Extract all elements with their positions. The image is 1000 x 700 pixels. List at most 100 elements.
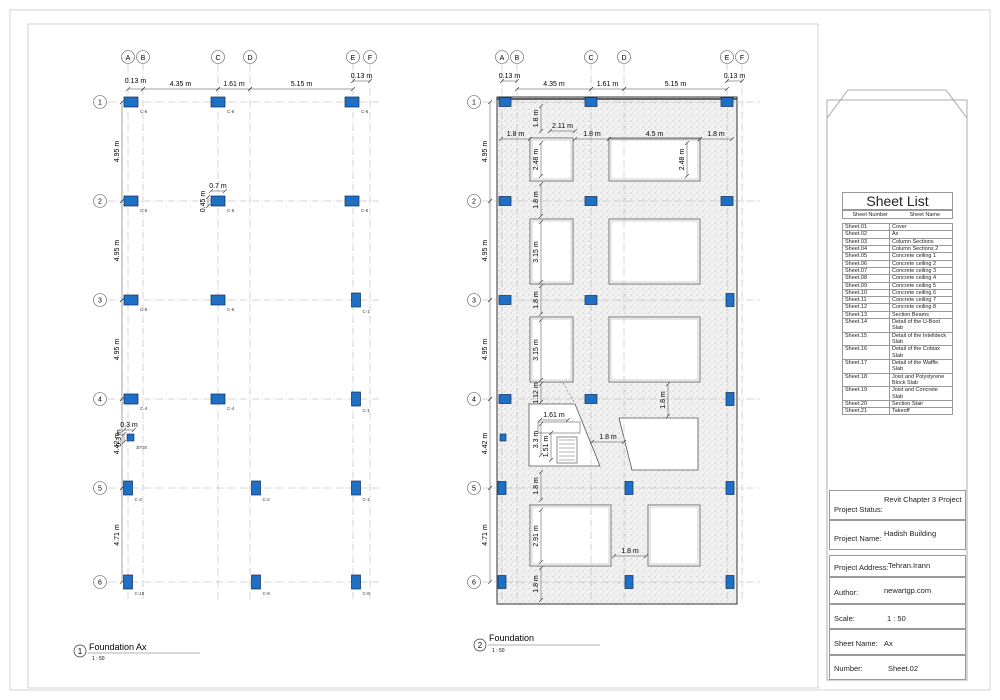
dimension-label: 4.95 m [482,141,489,163]
sheet-list-name: Concrete ceiling 2 [889,259,953,268]
dimension-tick [140,86,146,92]
grid-bubble-e [720,50,734,64]
sheet-list-name: Joist and Polystyrene Block Slab [889,372,953,388]
dimension-tick [538,279,544,285]
dimension-tick [729,136,735,142]
project-name-cell: Project Name: Hadish Building [829,520,966,550]
grid-label-a: A [126,55,131,62]
sheet-list-number: Sheet.18 [842,372,890,388]
dimension-label: 1.8 m [533,477,540,495]
dimension-label: 0.13 m [499,73,521,80]
column [351,574,361,590]
column [584,394,598,404]
grid-bubble-b [136,50,150,64]
dimension-label: 5.15 m [291,81,313,88]
view-title-left-text: Foundation Ax [89,642,147,652]
dimension-label: 4.71 m [114,524,121,546]
column [497,575,507,589]
sheet-list-number: Sheet 03 [842,237,890,246]
column [498,196,512,206]
slab-opening [608,218,701,285]
dimension-tick [588,86,594,92]
sheet-name-cell: Sheet Name: Ax [829,629,966,655]
column [351,480,361,496]
dimension-label: 0.3 m [120,422,138,429]
sheet-list-name: Takeoff [889,407,953,416]
grid-bubble-b [510,50,524,64]
dimension-label: 1.8 m [621,548,639,555]
dimension-tick [350,78,356,84]
dimension-tick [538,140,544,146]
column-tag: C-10 [135,591,145,596]
grid-bubble-2 [467,194,481,208]
dimension-label: 4.71 m [482,524,489,546]
grid-bubble-a [121,50,135,64]
column-tag: C-6 [361,109,369,114]
grid-bubble-1 [93,95,107,109]
dimension-label: 1.61 m [597,81,619,88]
grid-bubble-4 [467,392,481,406]
sheet-list-number: Sheet.04 [842,244,890,254]
grid-label-e: E [725,55,730,62]
project-status-cell: Project Status: Revit Chapter 3 Project [829,490,966,520]
column-tag: C-5 [140,307,148,312]
sheet-list-name: Detail of the U-Boot Slab [889,318,953,333]
dimension-label: 5.15 m [665,81,687,88]
dimension-tick [538,597,544,603]
grid-bubble-3 [93,293,107,307]
slab-opening [529,218,574,285]
column [123,574,133,590]
sheet-list-name: Concrete ceiling 1 [889,252,953,261]
sheet-name-value: Ax [884,639,893,648]
project-name-label: Project Name: [834,534,882,543]
dimension-tick [527,136,533,142]
slab-opening-trapezoid [618,417,699,471]
dimension-tick [665,381,671,387]
grid-label-a: A [500,55,505,62]
dimension-tick [119,485,125,491]
slab-opening [608,316,701,383]
sheet-list-number: Sheet.17 [842,358,890,374]
author-value: newartgp.com [884,586,932,595]
sheet-list-number: Sheet.11 [842,296,890,305]
dimension-label: 0.45 m [200,191,207,213]
dimension-tick [119,297,125,303]
project-address-label: Project Address: [834,563,889,572]
dimension-label: 3.15 m [533,339,540,361]
scale-cell: Scale: 1 : 50 [829,604,966,629]
sheet-list-title: Sheet List [842,192,953,210]
column-tag: C-5 [227,208,235,213]
grid-row-label-1: 1 [472,100,476,107]
sheet-list-name: Column Sections 2 [889,244,953,254]
slab-opening-inner [610,318,699,381]
dimension-label: 1.8 m [533,110,540,128]
sheet-list-number: Sheet.10 [842,288,890,298]
sheet-number-label: Number: [834,664,863,673]
dimension-tick [739,78,745,84]
sheet-list-name: Concrete ceiling 7 [889,296,953,305]
project-address-value: Tehran.Irann [888,561,931,570]
grid-bubble-f [735,50,749,64]
project-name-value: Hadish Building [884,529,937,538]
dimension-tick [205,194,211,200]
project-status-value: Revit Chapter 3 Project [884,495,962,504]
dimension-tick [724,86,730,92]
scale-label: Scale: [834,614,855,623]
slab-opening-inner [531,220,572,283]
dimension-tick [547,128,553,134]
grid-bubble-f [363,50,377,64]
column [344,96,360,108]
grid-label-d: D [247,55,252,62]
sheet-list-name: Concrete ceiling 5 [889,281,953,290]
column [210,195,226,207]
right-plan-slab [496,96,738,605]
grid-bubble-a [495,50,509,64]
